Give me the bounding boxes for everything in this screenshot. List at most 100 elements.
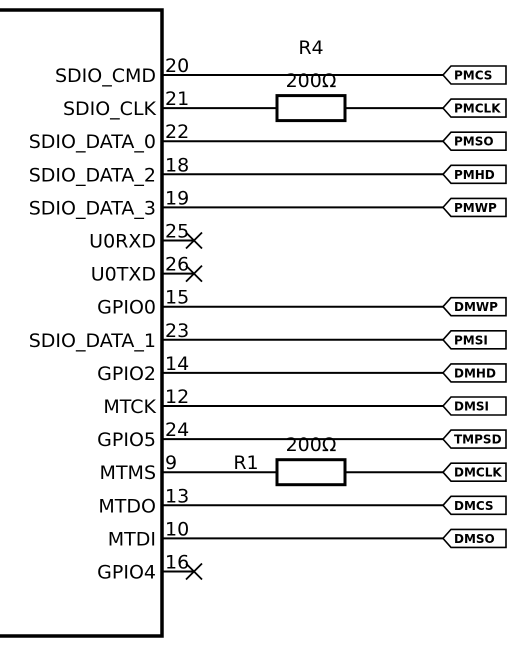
pin-number: 14	[165, 353, 189, 375]
pin-name: MTMS	[100, 462, 156, 484]
net-label-text: TMPSD	[454, 433, 502, 447]
net-label: PMSO	[441, 131, 507, 151]
net-label-text: PMCS	[454, 69, 492, 83]
pin-number: 18	[165, 154, 189, 176]
pin-number: 16	[165, 552, 189, 574]
pin-number: 20	[165, 55, 189, 77]
pin-name: SDIO_CLK	[63, 98, 157, 120]
net-label-text: PMSI	[454, 333, 488, 347]
pin-name: GPIO0	[97, 297, 156, 319]
net-label-text: PMCLK	[454, 102, 501, 116]
net-label: PMSI	[441, 330, 507, 350]
net-label-flag	[441, 495, 507, 516]
net-label: DMSI	[441, 396, 507, 416]
net-label: TMPSD	[441, 429, 507, 449]
pin-row: U0RXD 25	[89, 221, 203, 253]
pin-number: 24	[165, 419, 189, 441]
pin-number: 22	[165, 121, 189, 143]
pin-name: SDIO_DATA_2	[29, 164, 156, 186]
net-label-text: DMCLK	[454, 466, 502, 480]
resistor-body	[275, 94, 347, 123]
no-connect-marker	[185, 231, 203, 250]
net-label-flag	[441, 197, 507, 218]
net-label-text: PMWP	[454, 201, 497, 215]
pin-name: GPIO5	[97, 429, 156, 451]
pin-name: SDIO_CMD	[55, 65, 156, 87]
net-label: DMWP	[441, 296, 507, 317]
net-label-flag	[441, 396, 507, 416]
net-label: DMCLK	[441, 462, 507, 482]
resistor-value: 200Ω	[286, 70, 337, 92]
pin-number: 15	[165, 287, 189, 309]
pin-number: 25	[165, 221, 189, 243]
pin-name: U0RXD	[89, 231, 156, 253]
pin-name: MTCK	[103, 396, 156, 418]
net-label-text: DMHD	[454, 366, 496, 380]
net-label-flag	[441, 363, 507, 383]
no-connect-marker	[185, 562, 203, 581]
resistor-ref: R1	[233, 452, 258, 474]
net-label-flag	[441, 528, 507, 549]
resistor-body	[275, 458, 347, 487]
net-label-flag	[441, 462, 507, 482]
net-label-flag	[441, 131, 507, 151]
pin-number: 12	[165, 386, 189, 408]
net-label-flag	[441, 330, 507, 350]
pin-number: 21	[165, 88, 189, 110]
net-label-flag	[441, 429, 507, 449]
pin-name: MTDI	[108, 528, 156, 550]
net-label: PMCS	[441, 65, 507, 85]
net-label: PMCLK	[441, 98, 507, 118]
net-label-text: DMWP	[454, 300, 498, 314]
resistor-ref: R4	[298, 37, 323, 59]
net-label-flag	[441, 65, 507, 85]
pin-name: U0TXD	[91, 264, 156, 286]
pin-number: 13	[165, 485, 189, 507]
net-label-text: DMSI	[454, 400, 489, 414]
pin-number: 9	[165, 452, 177, 474]
no-connect-marker	[185, 264, 203, 283]
pin-row: GPIO4 16	[97, 552, 203, 584]
pin-number: 10	[165, 518, 189, 540]
pin-name: SDIO_DATA_3	[29, 197, 156, 219]
pin-name: GPIO2	[97, 363, 156, 385]
net-label: PMWP	[441, 197, 507, 218]
net-label-text: PMSO	[454, 135, 494, 149]
net-label: DMCS	[441, 495, 507, 516]
pin-name: SDIO_DATA_1	[29, 330, 156, 352]
net-label: DMSO	[441, 528, 507, 549]
resistor: 200Ω R1	[233, 434, 347, 487]
net-label: PMHD	[441, 164, 507, 185]
net-label-flag	[441, 296, 507, 317]
net-label-text: PMHD	[454, 168, 495, 182]
pin-number: 23	[165, 320, 189, 342]
net-label-flag	[441, 98, 507, 118]
net-label-text: DMCS	[454, 499, 494, 513]
pin-row: U0TXD 26	[91, 254, 203, 286]
pin-number: 19	[165, 187, 189, 209]
net-label-flag	[441, 164, 507, 185]
pin-number: 26	[165, 254, 189, 276]
pin-name: SDIO_DATA_0	[29, 131, 156, 153]
pin-name: GPIO4	[97, 562, 156, 584]
resistor-list: 200Ω R4 200Ω R1	[233, 37, 347, 487]
net-label: DMHD	[441, 363, 507, 383]
ic-body-outline	[0, 8, 164, 638]
resistor-value: 200Ω	[286, 434, 337, 456]
net-label-text: DMSO	[454, 532, 495, 546]
resistor: 200Ω R4	[275, 37, 347, 123]
pin-name: MTDO	[98, 495, 156, 517]
